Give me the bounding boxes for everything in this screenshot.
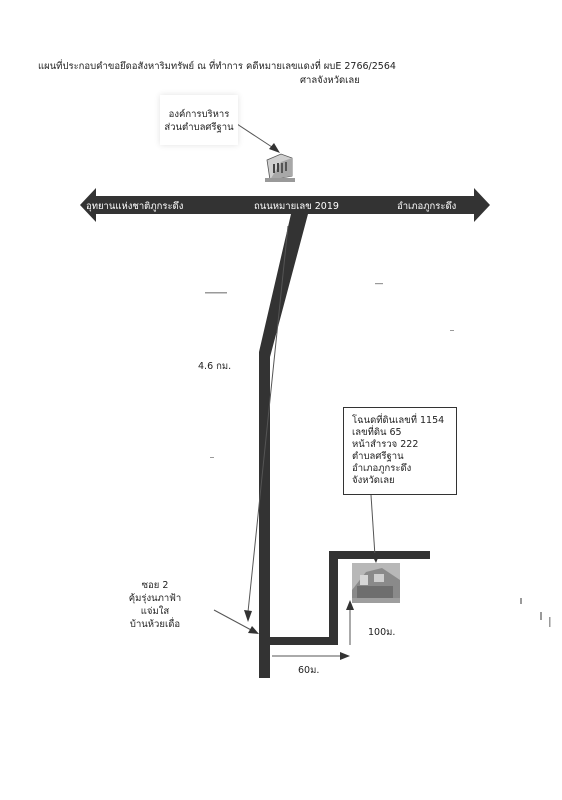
parcel-pointer-arrowhead [371, 553, 380, 563]
office-label-line2: ส่วนตำบลศรีฐาน [164, 122, 234, 133]
map-title: แผนที่ประกอบคำขอยึดอสังหาริมทรัพย์ ณ ที่… [38, 61, 396, 72]
road-label-west: อุทยานแห่งชาติภูกระดึง [86, 201, 184, 212]
office-label-box: องค์การบริหาร ส่วนตำบลศรีฐาน [160, 95, 238, 145]
branch-distance-arrowhead [244, 610, 252, 622]
parcel-pointer-line [370, 494, 376, 557]
soi-horizontal-distance-arrowhead [340, 652, 350, 660]
soi-label-line3: แจ่มใส [140, 606, 170, 617]
parcel-distance-label: 100ม. [368, 627, 396, 638]
soi-horizontal-distance-label: 60ม. [298, 665, 320, 676]
parcel-info-box: โฉนดที่ดินเลขที่ 1154 เลขที่ดิน 65 หน้าส… [343, 407, 457, 495]
parcel-photo [352, 563, 400, 603]
parcel-district: อำเภอภูกระดึง [352, 463, 412, 474]
scan-specks [205, 283, 551, 627]
soi-pointer-line [213, 609, 254, 632]
office-label-line1: องค์การบริหาร [168, 109, 230, 120]
parcel-distance-arrowhead [346, 600, 354, 610]
office-pointer-line [236, 123, 276, 150]
parcel-deed-number: โฉนดที่ดินเลขที่ 1154 [352, 415, 445, 426]
parcel-land-number: เลขที่ดิน 65 [352, 427, 402, 438]
parcel-province: จังหวัดเลย [352, 475, 395, 486]
branch-road [259, 214, 308, 678]
soi-label-line4: บ้านห้วยเดื่อ [129, 619, 181, 630]
road-label-center: ถนนหมายเลข 2019 [254, 201, 339, 212]
branch-distance-line [247, 225, 289, 613]
main-road [80, 188, 490, 222]
parcel-subdistrict: ตำบลศรีฐาน [352, 451, 404, 462]
office-pointer-arrowhead [269, 143, 280, 153]
branch-distance-label: 4.6 กม. [198, 361, 232, 372]
parcel-survey-page: หน้าสำรวจ 222 [352, 439, 419, 450]
soi-road [268, 551, 430, 645]
office-building-icon [265, 153, 295, 182]
soi-label-line2: คุ้มรุ่งนภาฟ้า [128, 593, 182, 604]
soi-pointer-arrowhead [248, 626, 259, 634]
court-name: ศาลจังหวัดเลย [300, 75, 360, 86]
road-label-east: อำเภอภูกระดึง [397, 201, 457, 212]
soi-label-line1: ซอย 2 [141, 580, 169, 591]
